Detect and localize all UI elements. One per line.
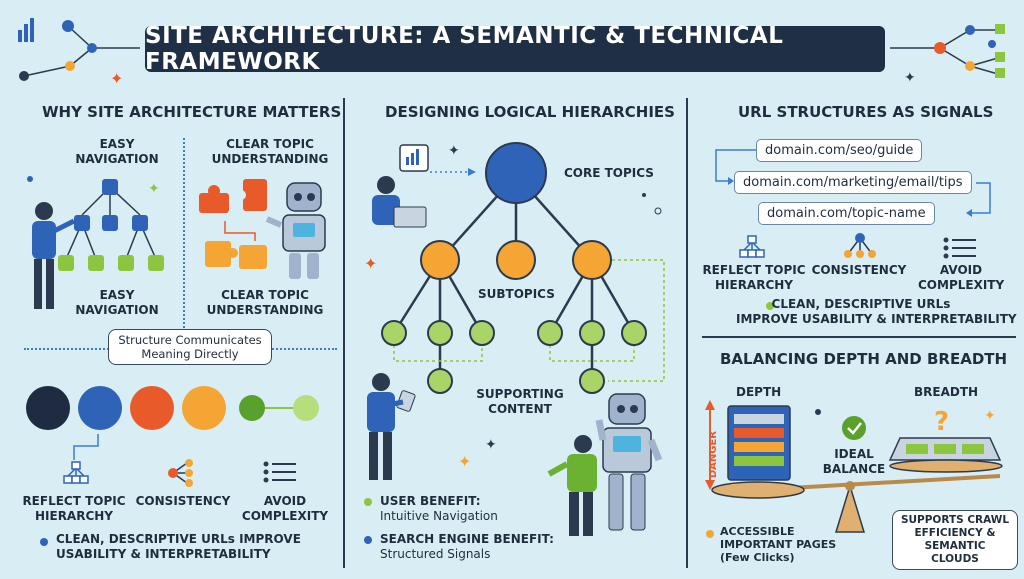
puzzle-robot-illustration	[199, 179, 326, 279]
left-dotted-line-a	[24, 348, 112, 350]
network-decoration-left: ✦	[18, 18, 140, 88]
url-box-marketing-tips: domain.com/marketing/email/tips	[734, 171, 972, 194]
right-consistency-label: CONSISTENCY	[811, 263, 907, 277]
svg-text:✦: ✦	[110, 71, 123, 88]
sparkle-icon: ✦	[458, 454, 472, 471]
list-icon	[263, 461, 296, 483]
hierarchy-icon	[739, 235, 765, 258]
left-consistency-label: CONSISTENCY	[135, 494, 231, 508]
url-box-topic-name: domain.com/topic-name	[758, 202, 935, 225]
list-icon	[943, 237, 976, 259]
navigation-tree-illustration: ✦	[27, 176, 164, 309]
column-divider-left	[343, 98, 345, 568]
hierarchy-tree-diagram: ✦ ✦	[364, 142, 665, 394]
consistency-icon	[844, 233, 876, 258]
url-box-seo-guide: domain.com/seo/guide	[756, 139, 923, 162]
amber-circle	[182, 386, 226, 430]
url-connector-lines	[715, 149, 991, 217]
svg-text:✦: ✦	[984, 407, 996, 423]
svg-text:✦: ✦	[148, 180, 160, 196]
svg-text:✦: ✦	[904, 69, 916, 85]
right-section-heading: URL STRUCTURES AS SIGNALS	[738, 103, 994, 121]
consistency-icon	[168, 459, 193, 487]
column-divider-right	[686, 98, 688, 568]
balance-heading: BALANCING DEPTH AND BREADTH	[720, 350, 1008, 368]
subtopics-label: SUBTOPICS	[478, 287, 555, 301]
hierarchy-icon	[63, 461, 89, 484]
network-decoration-right: ✦	[890, 24, 1005, 85]
title-banner: SITE ARCHITECTURE: A SEMANTIC & TECHNICA…	[145, 23, 885, 75]
blue-circle	[78, 386, 122, 430]
breadth-label: BREADTH	[914, 385, 979, 399]
core-topics-label: CORE TOPICS	[564, 166, 654, 180]
orange-circle	[130, 386, 174, 430]
depth-label: DEPTH	[736, 385, 782, 399]
sparkle-icon: ✦	[485, 436, 497, 452]
left-section-heading: WHY SITE ARCHITECTURE MATTERS	[42, 103, 342, 121]
svg-text:✦: ✦	[448, 142, 460, 158]
middle-section-heading: DESIGNING LOGICAL HIERARCHIES	[385, 103, 675, 121]
right-section-divider	[702, 336, 1016, 338]
left-dotted-divider	[183, 138, 185, 328]
svg-text:?: ?	[934, 407, 949, 437]
page-title: SITE ARCHITECTURE: A SEMANTIC & TECHNICA…	[145, 23, 784, 75]
balance-scale-illustration: ? ✦	[705, 400, 1003, 533]
robot-and-person-illustration	[547, 393, 663, 536]
green-circles	[239, 395, 319, 421]
navy-circle	[26, 386, 70, 430]
left-dotted-line-b	[265, 348, 337, 350]
svg-text:✦: ✦	[364, 256, 377, 273]
man-with-tablet-illustration	[367, 373, 416, 480]
connector-line	[73, 434, 99, 460]
danger-label: DANGER	[708, 431, 719, 479]
